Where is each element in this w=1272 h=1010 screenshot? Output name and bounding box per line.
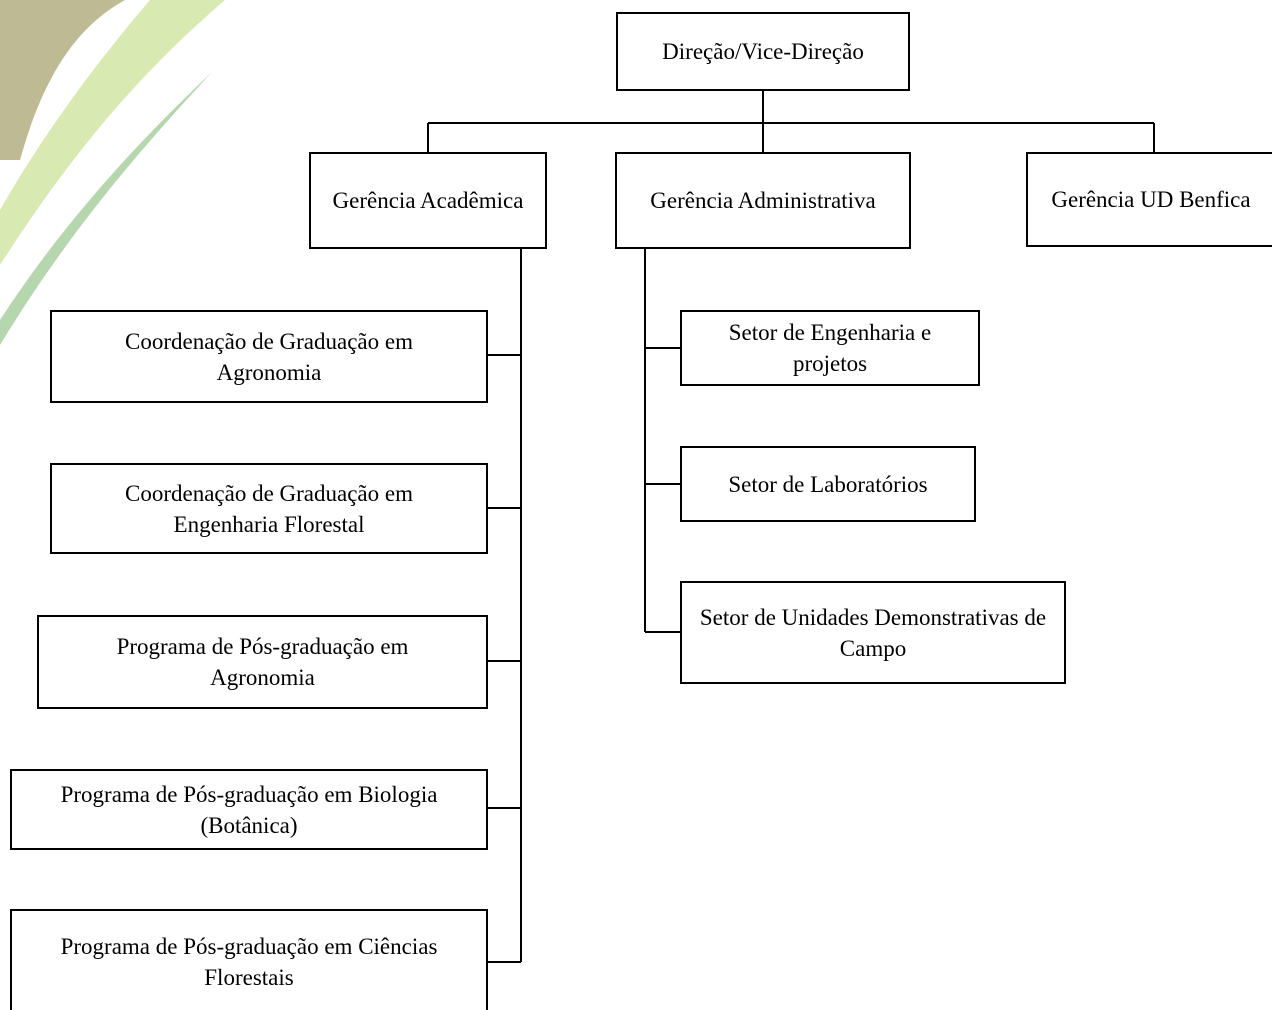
node-benfica-management-label: Gerência UD Benfica (1051, 187, 1251, 212)
node-academic-unit: Coordenação de Graduação em Engenharia F… (50, 463, 488, 554)
node-administrative-management: Gerência Administrativa (615, 152, 911, 249)
node-administrative-management-label: Gerência Administrativa (650, 188, 876, 213)
node-administrative-unit-label: Setor de Laboratórios (728, 471, 928, 497)
node-academic-unit: Programa de Pós-graduação em Ciências Fl… (10, 909, 488, 1010)
node-academic-unit-label: Coordenação de Graduação em Engenharia F… (125, 480, 413, 537)
node-direction-label: Direção/Vice-Direção (662, 39, 864, 64)
node-academic-management-label: Gerência Acadêmica (332, 188, 524, 213)
node-administrative-unit-label: Setor de Unidades Demonstrativas de Camp… (699, 604, 1047, 661)
node-academic-unit: Programa de Pós-graduação em Biologia (B… (10, 769, 488, 850)
decor-stripe-lime (0, 0, 225, 265)
node-benfica-management: Gerência UD Benfica (1026, 152, 1272, 247)
node-academic-unit-label: Coordenação de Graduação em Agronomia (125, 328, 413, 385)
node-academic-unit-label: Programa de Pós-graduação em Ciências Fl… (60, 933, 438, 990)
node-academic-unit-label: Programa de Pós-graduação em Agronomia (116, 634, 409, 690)
node-administrative-unit-label: Setor de Engenharia e projetos (728, 320, 932, 376)
node-academic-unit: Programa de Pós-graduação em Agronomia (37, 615, 488, 709)
node-direction: Direção/Vice-Direção (616, 12, 910, 91)
node-academic-unit-label: Programa de Pós-graduação em Biologia (B… (60, 781, 438, 838)
decor-stripe-olive (0, 0, 125, 160)
node-administrative-unit: Setor de Unidades Demonstrativas de Camp… (680, 581, 1066, 684)
node-administrative-unit: Setor de Laboratórios (680, 446, 976, 522)
node-academic-management: Gerência Acadêmica (309, 152, 547, 249)
node-administrative-unit: Setor de Engenharia e projetos (680, 310, 980, 386)
node-academic-unit: Coordenação de Graduação em Agronomia (50, 310, 488, 403)
